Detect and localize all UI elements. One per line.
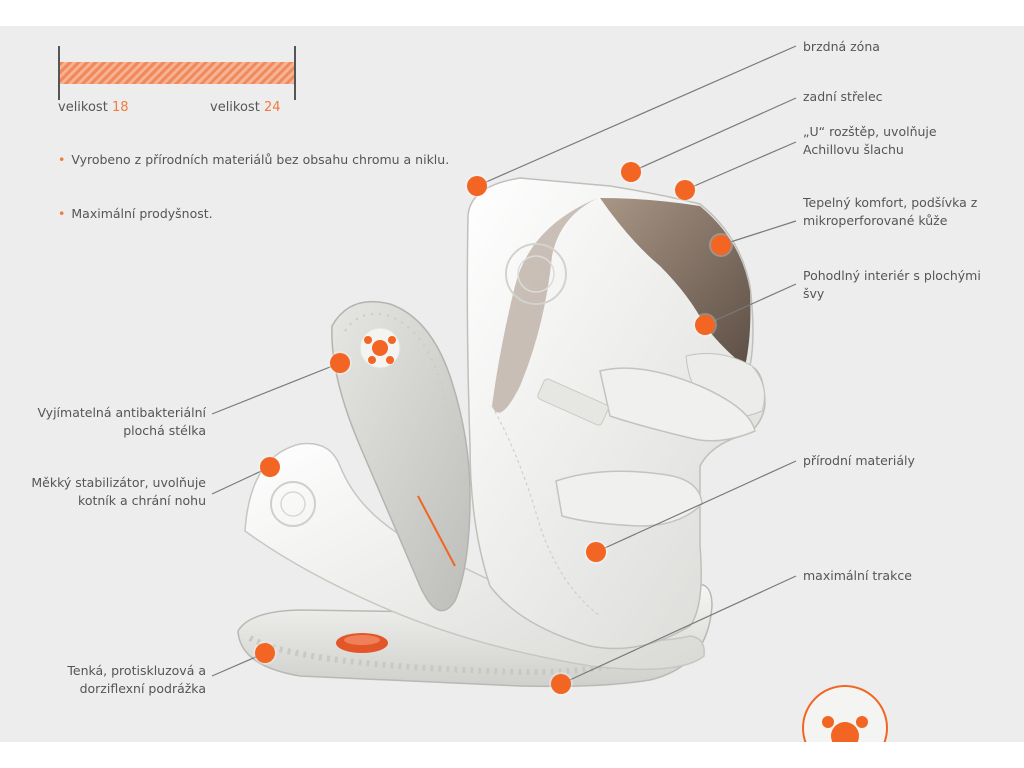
size-min-text: velikost	[58, 100, 108, 115]
upper-strap	[599, 367, 756, 442]
size-scale-left-tick	[58, 46, 60, 100]
callout-text: švy	[803, 286, 825, 301]
callout-thermal-comfort: Tepelný komfort, podšívka z mikroperforov…	[803, 194, 977, 230]
callout-removable-insole: Vyjímatelná antibakteriální plochá stélka	[37, 404, 206, 440]
removable-insole	[331, 300, 471, 612]
feature-bullet: • Vyrobeno z přírodních materiálů bez obs…	[58, 150, 488, 170]
biomecanics-logo	[802, 685, 888, 742]
callout-text: brzdná zóna	[803, 39, 880, 54]
marker-comfortable-interior[interactable]	[695, 315, 715, 335]
callout-text: zadní střelec	[803, 89, 883, 104]
marker-soft-stabilizer[interactable]	[260, 457, 280, 477]
marker-u-split[interactable]	[675, 180, 695, 200]
size-range-bar	[60, 62, 294, 84]
marker-brake-zone[interactable]	[467, 176, 487, 196]
feature-bullet-text: Maximální prodyšnost.	[71, 206, 213, 221]
callout-text: Vyjímatelná antibakteriální	[37, 405, 206, 420]
leader-lines	[211, 45, 797, 685]
callout-text: „U“ rozštěp, uvolňuje	[803, 124, 937, 139]
marker-max-traction[interactable]	[551, 674, 571, 694]
marker-thin-sole[interactable]	[255, 643, 275, 663]
bullet-dot-icon: •	[58, 206, 66, 221]
callout-comfortable-interior: Pohodlný interiér s plochými švy	[803, 267, 981, 303]
feature-bullet: • Maximální prodyšnost.	[58, 204, 488, 224]
marker-natural-materials[interactable]	[586, 542, 606, 562]
marker-thermal-comfort[interactable]	[711, 235, 731, 255]
size-max-value: 24	[263, 100, 281, 115]
size-min-label: velikost 18	[58, 100, 129, 115]
callout-natural-materials: přírodní materiály	[803, 452, 915, 470]
size-scale: velikost 18 velikost 24	[58, 36, 298, 121]
callout-text: dorziflexní podrážka	[79, 681, 206, 696]
callout-text: maximální trakce	[803, 568, 912, 583]
callout-text: plochá stélka	[123, 423, 206, 438]
callout-text: mikroperforované kůže	[803, 213, 948, 228]
size-min-value: 18	[111, 100, 129, 115]
lower-strap	[555, 470, 703, 527]
bullet-dot-icon: •	[58, 152, 66, 167]
size-max-text: velikost	[210, 100, 260, 115]
callout-soft-stabilizer: Měkký stabilizátor, uvolňuje kotník a chr…	[31, 474, 206, 510]
feature-bullet-text: Vyrobeno z přírodních materiálů bez obsa…	[71, 152, 450, 167]
callout-max-traction: maximální trakce	[803, 567, 912, 585]
callout-text: Pohodlný interiér s plochými	[803, 268, 981, 283]
callout-thin-sole: Tenká, protiskluzová a dorziflexní podráž…	[67, 662, 206, 698]
size-scale-right-tick	[294, 46, 296, 100]
callout-text: Měkký stabilizátor, uvolňuje	[31, 475, 206, 490]
callout-brake-zone: brzdná zóna	[803, 38, 880, 56]
size-max-label: velikost 24	[210, 100, 281, 115]
callout-text: Tenká, protiskluzová a	[67, 663, 206, 678]
callout-text: Tepelný komfort, podšívka z	[803, 195, 978, 210]
diagram-stage: velikost 18 velikost 24 • Vyrobeno z přír…	[0, 26, 1024, 742]
marker-removable-insole[interactable]	[330, 353, 350, 373]
marker-heel-counter[interactable]	[621, 162, 641, 182]
callout-text: Achillovu šlachu	[803, 142, 904, 157]
callout-text: kotník a chrání nohu	[78, 493, 206, 508]
callout-heel-counter: zadní střelec	[803, 88, 883, 106]
callout-text: přírodní materiály	[803, 453, 915, 468]
